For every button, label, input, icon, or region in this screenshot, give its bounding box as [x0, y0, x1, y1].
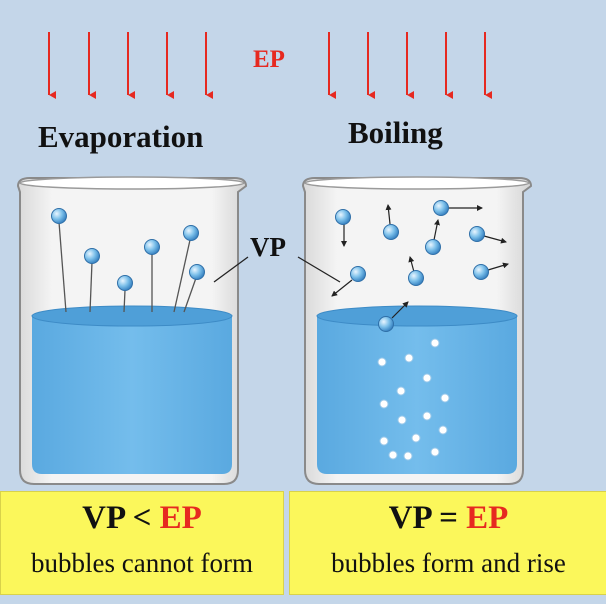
vapor-molecule: [84, 248, 100, 264]
vapor-molecule: [183, 225, 199, 241]
boiling-equation: VP = EP: [290, 500, 606, 537]
bubble: [379, 399, 389, 409]
bubble: [397, 415, 407, 425]
evaporation-title: Evaporation: [38, 119, 204, 154]
evaporation-molecules: [51, 208, 205, 291]
bubble: [379, 436, 389, 446]
vapor-molecule: [408, 270, 424, 286]
bubbles: [377, 338, 450, 461]
bubble: [396, 386, 406, 396]
vp-pointer-lines: [213, 256, 341, 283]
bubble: [377, 357, 387, 367]
boiling-molecules: [335, 200, 489, 332]
evaporation-equation: VP < EP: [1, 500, 283, 537]
vapor-molecule: [117, 275, 133, 291]
bubble: [430, 447, 440, 457]
ep-term: EP: [466, 500, 509, 536]
bubble: [388, 450, 398, 460]
bubble: [411, 433, 421, 443]
bubble: [403, 451, 413, 461]
boiling-caption: bubbles form and rise: [331, 548, 566, 578]
vapor-molecule: [469, 226, 485, 242]
evaporation-trajectories: [58, 221, 197, 313]
pressure-arrows-left: [48, 32, 213, 99]
bubble: [430, 338, 440, 348]
external-pressure-label: EP: [253, 46, 285, 73]
bubble: [404, 353, 414, 363]
vapor-molecule: [335, 209, 351, 225]
bubble: [422, 373, 432, 383]
ep-term: EP: [159, 500, 202, 536]
boiling-motion-arrows: [331, 204, 509, 319]
bubble: [440, 393, 450, 403]
vapor-molecule: [144, 239, 160, 255]
boiling-title: Boiling: [348, 115, 443, 150]
evaporation-condition-box: VP < EP bubbles cannot form: [0, 491, 284, 595]
vapor-molecule: [189, 264, 205, 280]
vp-term: VP: [388, 500, 431, 536]
vapor-molecule: [433, 200, 449, 216]
bubble: [422, 411, 432, 421]
vapor-molecule: [378, 316, 394, 332]
pressure-arrows-right: [328, 32, 492, 99]
boiling-beaker: [301, 176, 533, 485]
evaporation-beaker: [16, 176, 248, 485]
vapor-molecule: [473, 264, 489, 280]
vapor-molecule: [51, 208, 67, 224]
vapor-molecule: [383, 224, 399, 240]
comparison-sign: <: [132, 500, 152, 536]
vp-term: VP: [82, 500, 125, 536]
vapor-pressure-label: VP: [250, 232, 286, 262]
comparison-sign: =: [439, 500, 458, 536]
evaporation-caption: bubbles cannot form: [31, 548, 253, 578]
vapor-molecule: [350, 266, 366, 282]
vapor-molecule: [425, 239, 441, 255]
boiling-condition-box: VP = EP bubbles form and rise: [289, 491, 606, 595]
bubble: [438, 425, 448, 435]
